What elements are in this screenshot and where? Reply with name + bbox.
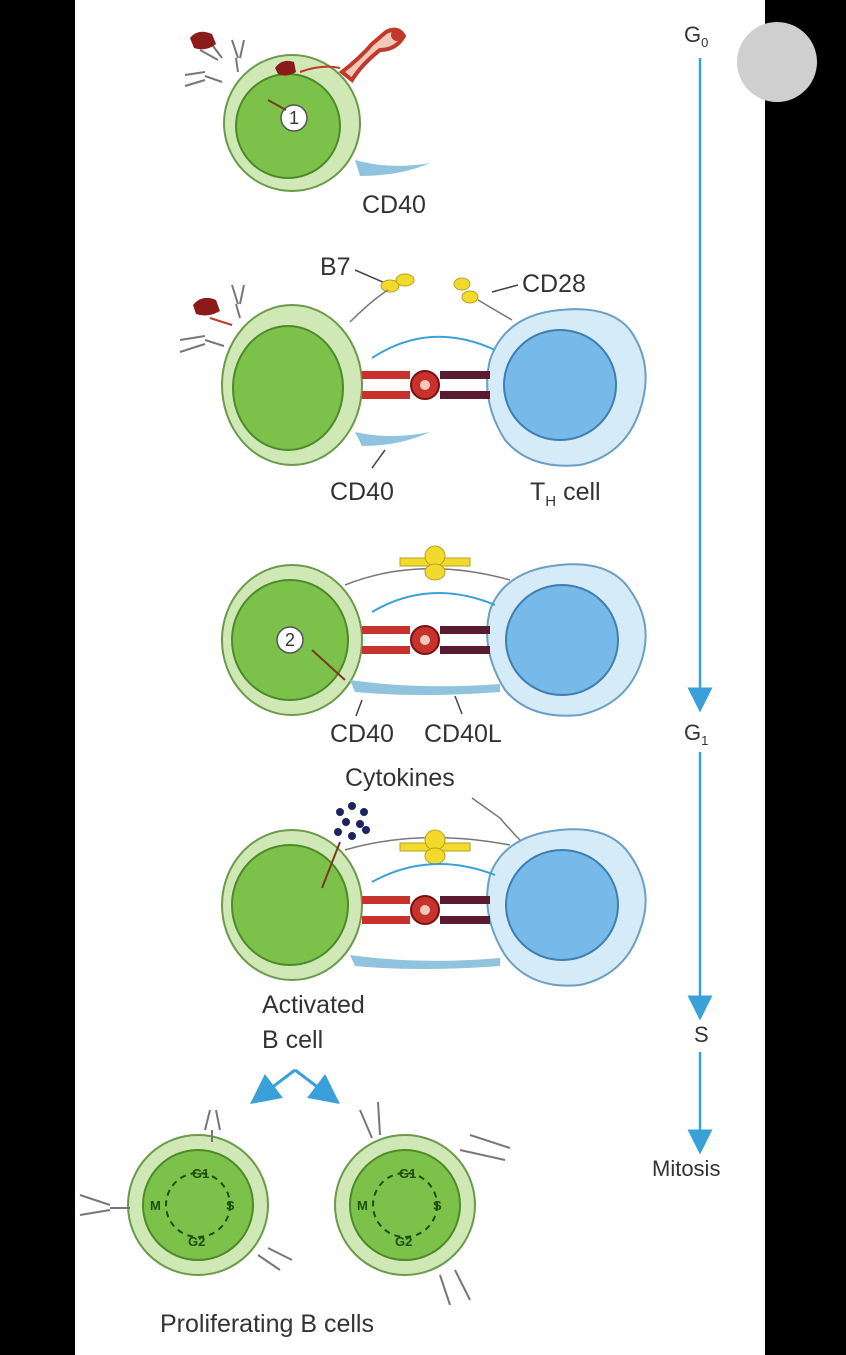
cycle-m-label: M <box>150 1198 161 1213</box>
phase-mitosis: Mitosis <box>652 1156 720 1181</box>
cycle-g1-label: G1 <box>192 1166 209 1181</box>
division-arrows <box>250 1068 340 1105</box>
signal-arrow-2 <box>311 649 346 681</box>
step-number-2: 2 <box>285 630 295 650</box>
cycle-g2-label: G2 <box>188 1234 205 1249</box>
stage-2-th-contact: B7 CD28 <box>179 253 647 510</box>
cytokines-icon <box>334 802 370 840</box>
cd28-icon <box>453 277 479 304</box>
b7-cd28-bound-icon <box>399 545 471 581</box>
label-proliferating: Proliferating B cells <box>160 1310 374 1338</box>
mhc-peptide-icon <box>299 27 407 83</box>
cd28-pointer <box>491 284 519 293</box>
th-cell-3 <box>486 563 647 717</box>
antibody-icon <box>359 1101 511 1306</box>
cycle-s-label: S <box>226 1198 235 1213</box>
step-number-1: 1 <box>289 108 299 128</box>
label-cd40l: CD40L <box>424 720 502 748</box>
bcr-antibody-icon <box>184 39 245 87</box>
label-b-cell: B cell <box>262 1026 323 1054</box>
daughter-cell-left: G1 S G2 M <box>79 1109 293 1276</box>
cell-cycle-timeline: G0 G1 S Mitosis <box>652 22 720 1181</box>
stage-1-antigen-binding: 1 CD40 <box>184 27 430 219</box>
signal-arrow-1 <box>267 99 287 111</box>
phase-g0: G0 <box>684 22 708 50</box>
label-cd40-1: CD40 <box>362 191 426 219</box>
tcr-mhc-complex <box>362 370 490 400</box>
step-number-1-badge <box>280 104 308 132</box>
th-cell-4 <box>486 828 647 987</box>
label-cytokines: Cytokines <box>345 764 455 792</box>
step-number-2-badge <box>276 626 304 654</box>
antibody-icon <box>79 1109 293 1271</box>
cd40-receptor-1 <box>355 160 430 176</box>
stage-3-cd40-ligation: 2 CD40 CD40L <box>221 545 647 748</box>
label-activated: Activated <box>262 991 365 1019</box>
b-cell-4 <box>221 829 363 981</box>
antigen-icon <box>190 31 296 76</box>
bcr-antibody-icon <box>179 284 245 353</box>
figure-panel <box>75 0 765 1355</box>
antigen-icon <box>193 297 233 326</box>
cycle-g2-label: G2 <box>395 1234 412 1249</box>
b7-cd28-bound-icon <box>399 829 471 865</box>
label-cd28: CD28 <box>522 270 586 298</box>
b7-icon <box>380 273 415 293</box>
daughter-cell-right: G1 S G2 M <box>334 1101 511 1306</box>
b7-pointer <box>354 269 386 284</box>
label-th-cell: TH cell <box>530 478 601 510</box>
stage-4-cytokine-activation: Cytokines Activated <box>221 764 647 1054</box>
tcr-mhc-complex <box>362 895 490 925</box>
cycle-s-label: S <box>433 1198 442 1213</box>
cycle-g1-label: G1 <box>399 1166 416 1181</box>
cd40-receptor-2 <box>355 432 430 446</box>
label-cd40-2: CD40 <box>330 478 394 506</box>
phase-s: S <box>694 1022 709 1047</box>
label-cd40-3: CD40 <box>330 720 394 748</box>
cd40-cd40l-bound <box>350 680 500 695</box>
phase-g1: G1 <box>684 720 708 748</box>
tcr-mhc-complex <box>362 625 490 655</box>
overlay-circle-button[interactable] <box>737 22 817 102</box>
label-b7: B7 <box>320 253 351 281</box>
th-cell-2 <box>486 308 647 467</box>
cycle-m-label: M <box>357 1198 368 1213</box>
b-cell-2 <box>221 304 363 466</box>
